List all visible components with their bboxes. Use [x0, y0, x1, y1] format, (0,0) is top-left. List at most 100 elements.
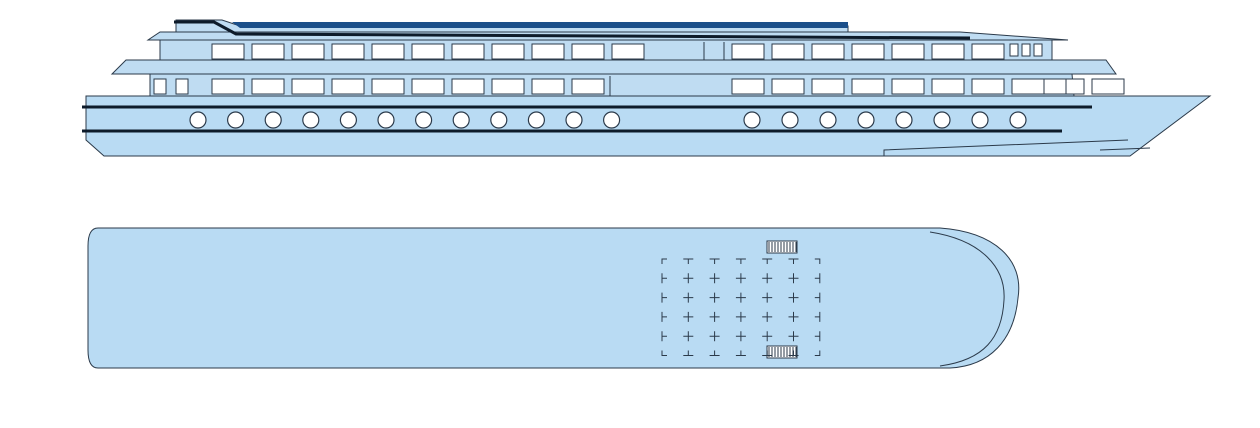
porthole	[302, 111, 320, 129]
seating-grid-mark	[788, 350, 799, 356]
seating-grid-mark	[709, 273, 720, 284]
seating-grid-mark	[735, 273, 746, 284]
seating-grid-mark	[683, 331, 694, 342]
upper-deck-window	[451, 43, 485, 60]
seating-grid-mark	[762, 292, 773, 303]
middle-deck-window	[531, 78, 565, 95]
upper-deck-window	[571, 43, 605, 60]
seating-grid-mark	[762, 311, 773, 322]
seating-grid-mark	[814, 311, 821, 322]
middle-deck-window	[891, 78, 925, 95]
porthole	[819, 111, 837, 129]
upper-deck-window	[611, 43, 645, 60]
porthole	[189, 111, 207, 129]
upper-deck-window	[971, 43, 1005, 60]
seating-grid-mark	[683, 350, 694, 356]
middle-deck-window	[211, 78, 245, 95]
porthole	[743, 111, 761, 129]
middle-deck-window	[771, 78, 805, 95]
middle-deck-window	[451, 78, 485, 95]
seating-grid-mark	[735, 311, 746, 322]
middle-deck-window	[251, 78, 285, 95]
upper-deck-window	[331, 43, 365, 60]
porthole	[781, 111, 799, 129]
upper-deck-window	[491, 43, 525, 60]
porthole	[857, 111, 875, 129]
hull-portholes	[189, 111, 1027, 129]
upper-deck-window	[371, 43, 405, 60]
porthole	[490, 111, 508, 129]
seating-grid-mark	[709, 258, 720, 264]
middle-deck-windows	[153, 78, 1125, 95]
seating-grid-mark	[814, 350, 821, 356]
middle-deck-window	[731, 78, 765, 95]
middle-deck-roof	[110, 59, 1117, 75]
upper-deck-window	[211, 43, 245, 60]
middle-deck-window	[491, 78, 525, 95]
porthole	[602, 111, 621, 129]
bow-keel-line	[1099, 147, 1151, 151]
middle-deck-small-window	[175, 78, 189, 95]
side-profile-view	[82, 19, 1212, 157]
seating-grid-mark	[814, 292, 821, 303]
seating-grid-mark	[661, 350, 667, 356]
middle-deck-window	[331, 78, 365, 95]
seating-grid-mark	[788, 258, 799, 264]
seating-grid-mark	[814, 258, 821, 264]
upper-deck-window	[891, 43, 925, 60]
middle-deck-window	[291, 78, 325, 95]
middle-deck-window	[1091, 78, 1125, 95]
seating-grid-mark	[735, 258, 746, 264]
seating-grid-mark	[709, 292, 720, 303]
porthole	[565, 111, 583, 129]
seating-grid-mark	[735, 292, 746, 303]
seating-grid-mark	[661, 273, 667, 284]
porthole	[415, 111, 433, 129]
upper-deck-window	[771, 43, 805, 60]
middle-deck-window	[971, 78, 1005, 95]
middle-deck-window	[851, 78, 885, 95]
sun-deck-railing-stripe	[174, 20, 971, 40]
middle-deck-window	[411, 78, 445, 95]
seating-grid-mark	[788, 311, 799, 322]
seating-grid-mark	[788, 331, 799, 342]
seating-grid-mark	[683, 292, 694, 303]
porthole	[452, 111, 470, 129]
seating-grid-mark	[735, 350, 746, 356]
deck-plan-inner-edge	[929, 231, 1005, 367]
seating-grid-mark	[661, 331, 667, 342]
porthole	[895, 111, 913, 129]
seating-grid-mark	[683, 273, 694, 284]
middle-deck-window	[571, 78, 605, 95]
seating-grid-mark	[735, 331, 746, 342]
seating-grid-mark	[709, 350, 720, 356]
porthole	[227, 111, 245, 129]
seating-grid-mark	[814, 273, 821, 284]
middle-deck-window	[931, 78, 965, 95]
upper-door	[703, 42, 725, 60]
middle-deck-end-window	[1043, 78, 1067, 95]
wheelhouse-window	[1021, 43, 1031, 57]
seating-grid-mark	[762, 273, 773, 284]
seating-grid-mark	[814, 331, 821, 342]
deck-seating-grid	[661, 258, 821, 356]
upper-deck-window	[731, 43, 765, 60]
porthole	[933, 111, 951, 129]
seating-grid-mark	[683, 311, 694, 322]
hull	[85, 95, 1212, 157]
middle-deck-window	[371, 78, 405, 95]
middle-deck-window	[811, 78, 845, 95]
seating-grid-mark	[762, 331, 773, 342]
seating-grid-mark	[788, 292, 799, 303]
upper-deck-window	[811, 43, 845, 60]
middle-deck-window	[1011, 78, 1045, 95]
sun-deck-accent-bar	[232, 22, 848, 28]
seating-grid-mark	[661, 258, 667, 264]
porthole	[264, 111, 282, 129]
upper-deck-window	[291, 43, 325, 60]
seating-grid-mark	[762, 350, 773, 356]
porthole	[1009, 111, 1027, 129]
seating-grid-mark	[683, 258, 694, 264]
seating-grid-mark	[661, 292, 667, 303]
